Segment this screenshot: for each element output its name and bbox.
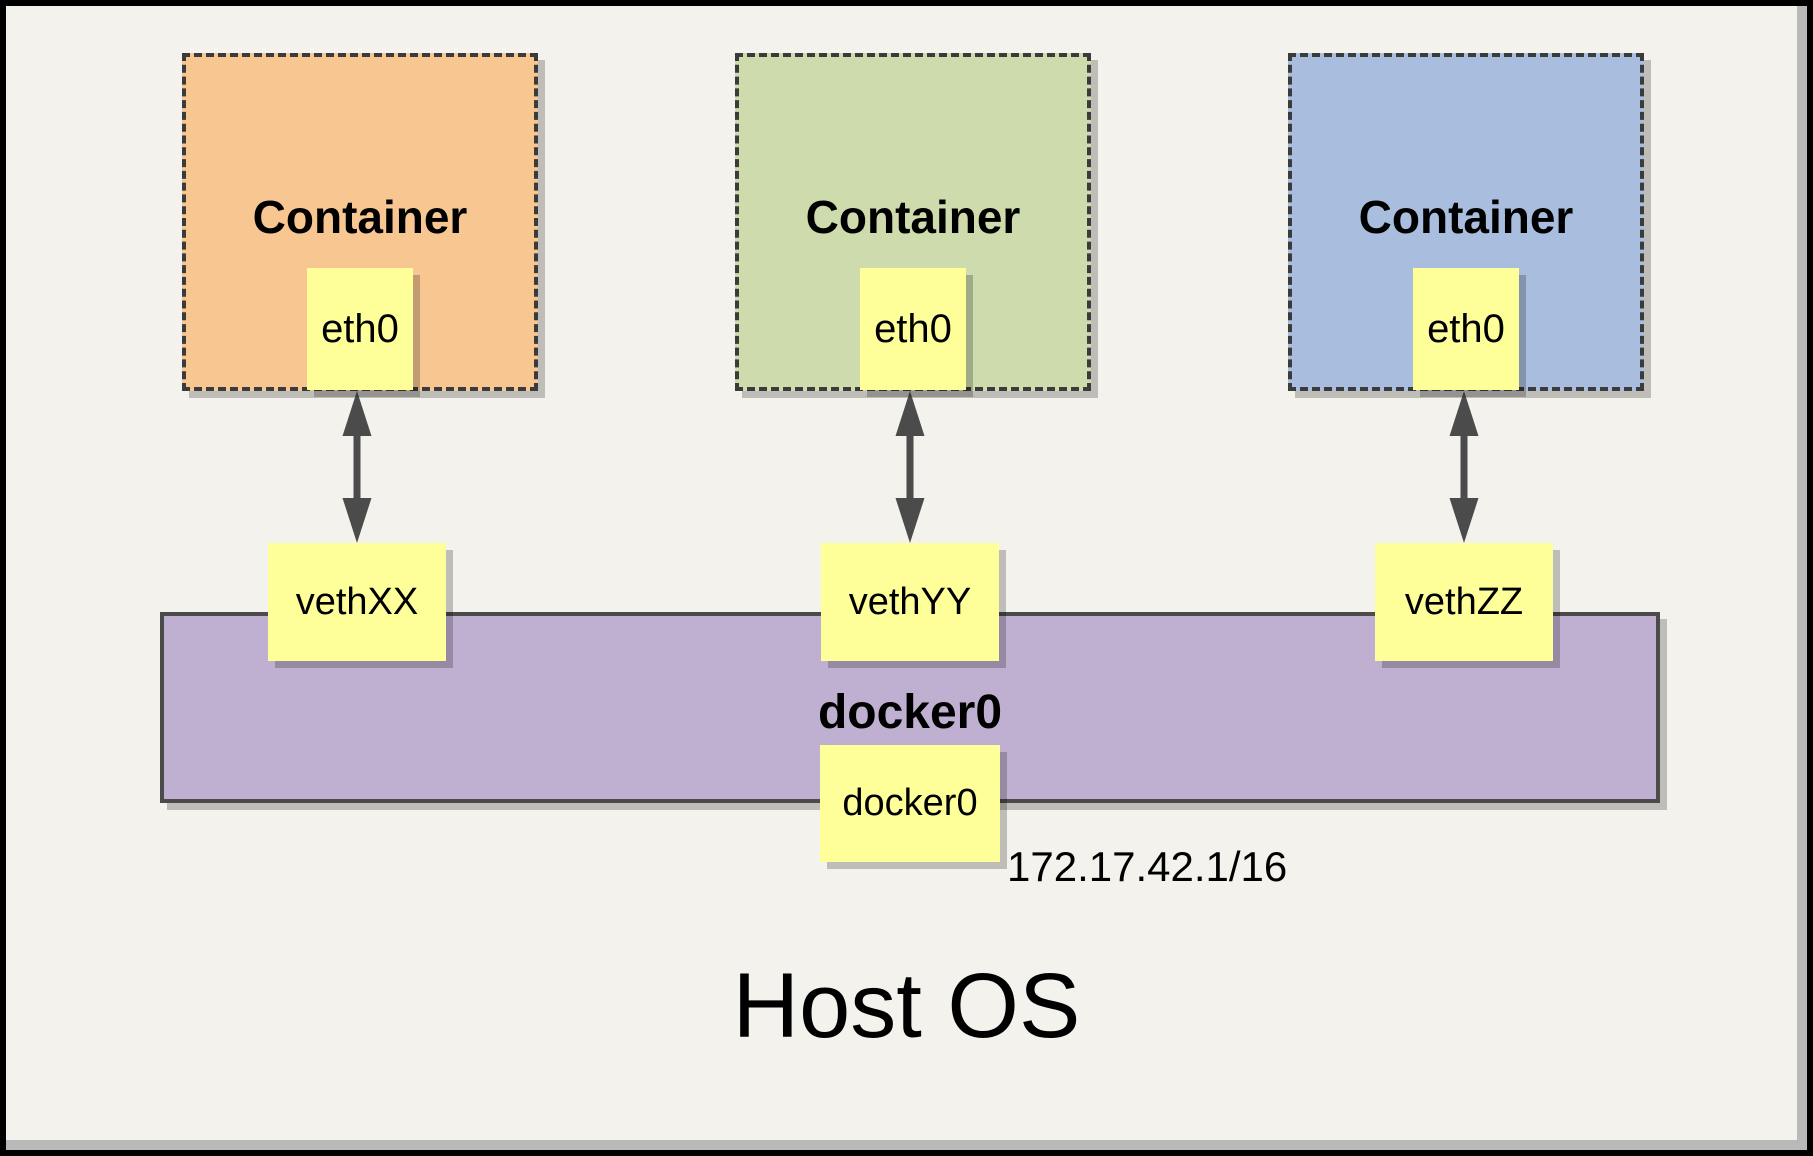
container-box-2: Container eth0 [735, 53, 1091, 391]
eth0-interface-label: eth0 [1427, 306, 1505, 351]
container-box-1: Container eth0 [182, 53, 538, 391]
bidirectional-arrow-icon [895, 391, 925, 543]
veth-box-vethzz: vethZZ [1375, 543, 1553, 661]
eth0-interface-box: eth0 [860, 268, 966, 390]
eth0-interface-box: eth0 [1413, 268, 1519, 390]
docker0-interface-label: docker0 [842, 782, 978, 824]
bidirectional-arrow-icon [1449, 391, 1479, 543]
docker0-bridge-title: docker0 [817, 686, 1003, 739]
container-title: Container [1358, 191, 1574, 243]
bidirectional-arrow-icon [342, 391, 372, 543]
docker0-interface-box: docker0 [820, 745, 1000, 862]
bridge-ip-address: 172.17.42.1/16 [1007, 843, 1288, 890]
veth-label: vethZZ [1404, 580, 1524, 623]
veth-box-vethxx: vethXX [268, 543, 446, 661]
host-os-label: Host OS [732, 955, 1081, 1057]
container-box-3: Container eth0 [1288, 53, 1644, 391]
veth-label: vethYY [848, 580, 972, 623]
container-title: Container [252, 191, 468, 243]
eth0-interface-box: eth0 [307, 268, 413, 390]
veth-box-vethyy: vethYY [821, 543, 999, 661]
veth-label: vethXX [295, 580, 419, 623]
eth0-interface-label: eth0 [321, 306, 399, 351]
container-title: Container [805, 191, 1021, 243]
eth0-interface-label: eth0 [874, 306, 952, 351]
